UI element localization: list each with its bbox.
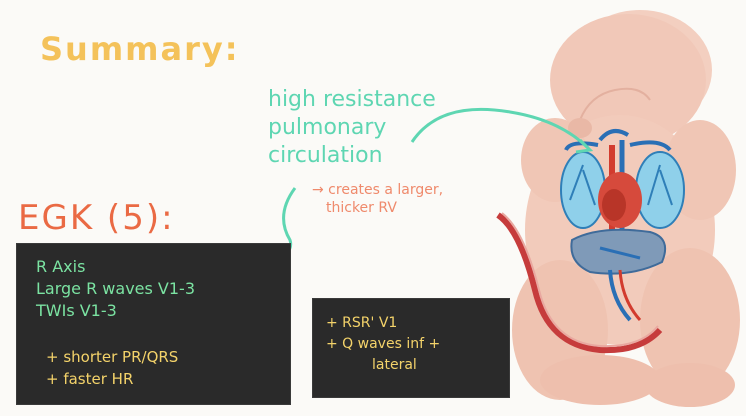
extra-finding-line: + Q waves inf + [326, 336, 441, 352]
resistance-line: pulmonary [268, 115, 387, 140]
extra-findings-chalkboard: + RSR' V1 + Q waves inf + lateral [312, 298, 510, 398]
finding-extra-line: + faster HR [46, 370, 134, 388]
finding-extra-line: + shorter PR/QRS [46, 348, 179, 366]
finding-line: TWIs V1-3 [36, 301, 117, 320]
liver-icon [570, 228, 666, 275]
arrow-to-heart-icon [410, 107, 590, 150]
consequence-note: → creates a larger, thicker RV [312, 181, 502, 217]
extra-finding-line: lateral [372, 357, 417, 373]
consequence-line: → creates a larger, [312, 182, 444, 198]
resistance-line: circulation [268, 143, 383, 168]
finding-line: Large R waves V1-3 [36, 279, 196, 298]
egk-heading: EGK (5): [18, 198, 175, 238]
extra-finding-line: + RSR' V1 [326, 315, 398, 331]
heart-icon [564, 129, 672, 250]
lungs-icon [560, 151, 685, 229]
findings-chalkboard: R Axis Large R waves V1-3 TWIs V1-3 + sh… [16, 243, 291, 405]
slide-title: Summary: [40, 30, 240, 68]
resistance-line: high resistance [268, 87, 436, 112]
consequence-line: thicker RV [326, 200, 397, 216]
high-resistance-note: high resistance pulmonary circulation [268, 86, 468, 170]
finding-line: R Axis [36, 257, 86, 276]
umbilical-cord-icon [496, 212, 663, 354]
